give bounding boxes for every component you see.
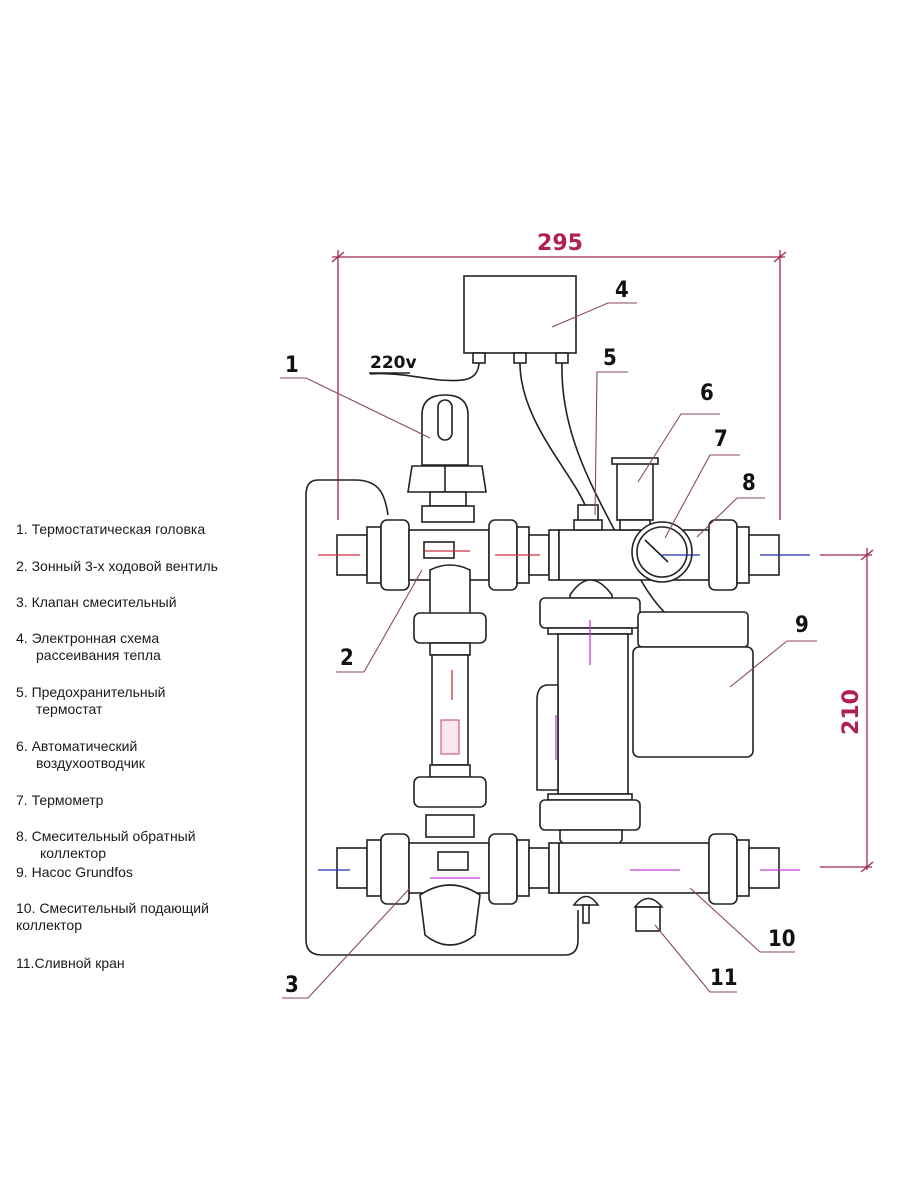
dimension-height: 210 [820, 548, 874, 873]
drain-valve [635, 906, 661, 932]
legend-text: 7. Термометр [16, 792, 104, 808]
legend-text: 4. Электронная схема [16, 630, 160, 646]
legend-text: 6. Автоматический [16, 738, 138, 754]
legend-item-3: 3. Клапан смесительный [16, 594, 177, 611]
callout-3: 3 [285, 973, 299, 998]
sensor-wire [519, 362, 586, 506]
legend-item-7: 7. Термометр [16, 792, 103, 809]
callout-5: 5 [603, 346, 617, 371]
legend-text-cont: коллектор [16, 917, 82, 933]
legend-item-11: 11.Сливной кран [16, 955, 125, 972]
circulation-pump [536, 579, 754, 861]
callout-11: 11 [710, 966, 738, 991]
thermometer [631, 521, 693, 583]
mixing-valve-body [336, 833, 560, 946]
legend-text-cont: воздухоотводчик [36, 755, 145, 771]
callout-4: 4 [615, 278, 629, 303]
callout-10: 10 [768, 927, 796, 952]
electronic-control-box [463, 275, 577, 364]
zone-valve-body [336, 519, 560, 591]
legend-item-6: 6. Автоматический воздухоотводчик [16, 738, 145, 772]
air-vent [616, 461, 654, 521]
drain-plug [572, 895, 600, 906]
legend-item-9: 9. Насос Grundfos [16, 864, 133, 881]
legend-text-cont: рассеивания тепла [36, 647, 161, 663]
sensor-cable-loop [305, 479, 579, 956]
legend-text: 11.Сливной кран [16, 955, 125, 971]
legend-item-10: 10. Смесительный подающий коллектор [16, 900, 209, 934]
legend-text: 3. Клапан смесительный [16, 594, 177, 610]
callout-7: 7 [714, 427, 728, 452]
legend-text: 1. Термостатическая головка [16, 521, 206, 537]
callout-2: 2 [340, 646, 354, 671]
legend-item-5: 5. Предохранительный термостат [16, 684, 165, 718]
callout-8: 8 [742, 471, 756, 496]
legend-item-8: 8. Смесительный обратный коллектор [16, 828, 196, 862]
dimension-width: 295 [331, 231, 787, 520]
legend-text-cont: коллектор [40, 845, 106, 861]
legend-text-cont: термостат [36, 701, 103, 717]
legend-item-2: 2. Зонный 3-х ходовой вентиль [16, 558, 218, 575]
thermostatic-head [407, 394, 487, 523]
legend-text: 9. Насос Grundfos [16, 864, 133, 880]
legend-text: 8. Смесительный обратный [16, 828, 196, 844]
flow-arrows [318, 550, 810, 879]
bypass-riser [413, 564, 487, 838]
power-wire [369, 362, 480, 382]
callouts: 1 2 3 4 5 6 7 8 9 10 11 [280, 278, 817, 999]
dimension-height-label: 210 [839, 689, 864, 735]
return-collector [558, 457, 780, 591]
legend-text: 10. Смесительный подающий [16, 900, 209, 916]
callout-6: 6 [700, 381, 714, 406]
dimension-width-label: 295 [537, 231, 583, 256]
legend-text: 5. Предохранительный [16, 684, 166, 700]
voltage-label: 220v [370, 353, 417, 373]
legend-text: 2. Зонный 3-х ходовой вентиль [16, 558, 218, 574]
callout-9: 9 [795, 613, 809, 638]
flow-indicator [440, 719, 460, 755]
legend-item-1: 1. Термостатическая головка [16, 521, 205, 538]
callout-1: 1 [285, 353, 299, 378]
supply-collector [558, 833, 780, 932]
legend-item-4: 4. Электронная схема рассеивания тепла [16, 630, 161, 664]
